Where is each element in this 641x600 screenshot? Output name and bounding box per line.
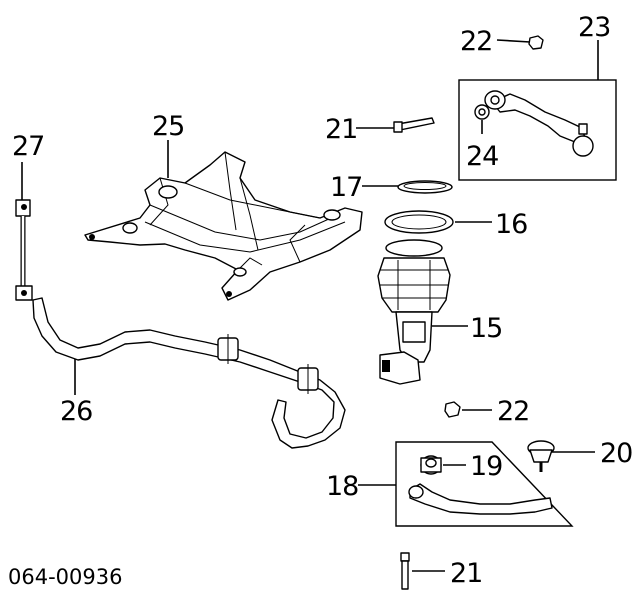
callout-24: 24 (466, 141, 498, 172)
callout-22-lower: 22 (497, 396, 529, 427)
bolt-part-top (356, 117, 435, 133)
callout-21-bottom: 21 (450, 558, 482, 589)
callout-16: 16 (495, 209, 527, 240)
callout-20: 20 (600, 438, 632, 469)
bolt-part-bottom (400, 552, 445, 590)
crossmember-part (84, 140, 363, 301)
nut-part-top (496, 35, 544, 50)
callout-27: 27 (12, 131, 44, 162)
callout-26: 26 (60, 396, 92, 427)
callout-22-top: 22 (460, 26, 492, 57)
lower-arm-assembly (358, 441, 574, 527)
stabilizer-bar-part (32, 297, 346, 449)
callout-15: 15 (470, 313, 502, 344)
callout-18: 18 (326, 471, 358, 502)
callout-25: 25 (152, 111, 184, 142)
stabilizer-link-part (15, 162, 33, 301)
seal-ring-part (362, 180, 453, 194)
callout-19: 19 (470, 451, 502, 482)
upper-arm-assembly (458, 40, 617, 181)
callout-21-top: 21 (325, 114, 357, 145)
diagram-code: 064-00936 (8, 565, 122, 589)
ball-joint-part (527, 440, 595, 472)
callout-23: 23 (578, 12, 610, 43)
callout-17: 17 (330, 172, 362, 203)
nut-part-lower (444, 401, 492, 418)
gasket-part (384, 210, 492, 234)
air-strut-part (377, 239, 468, 385)
